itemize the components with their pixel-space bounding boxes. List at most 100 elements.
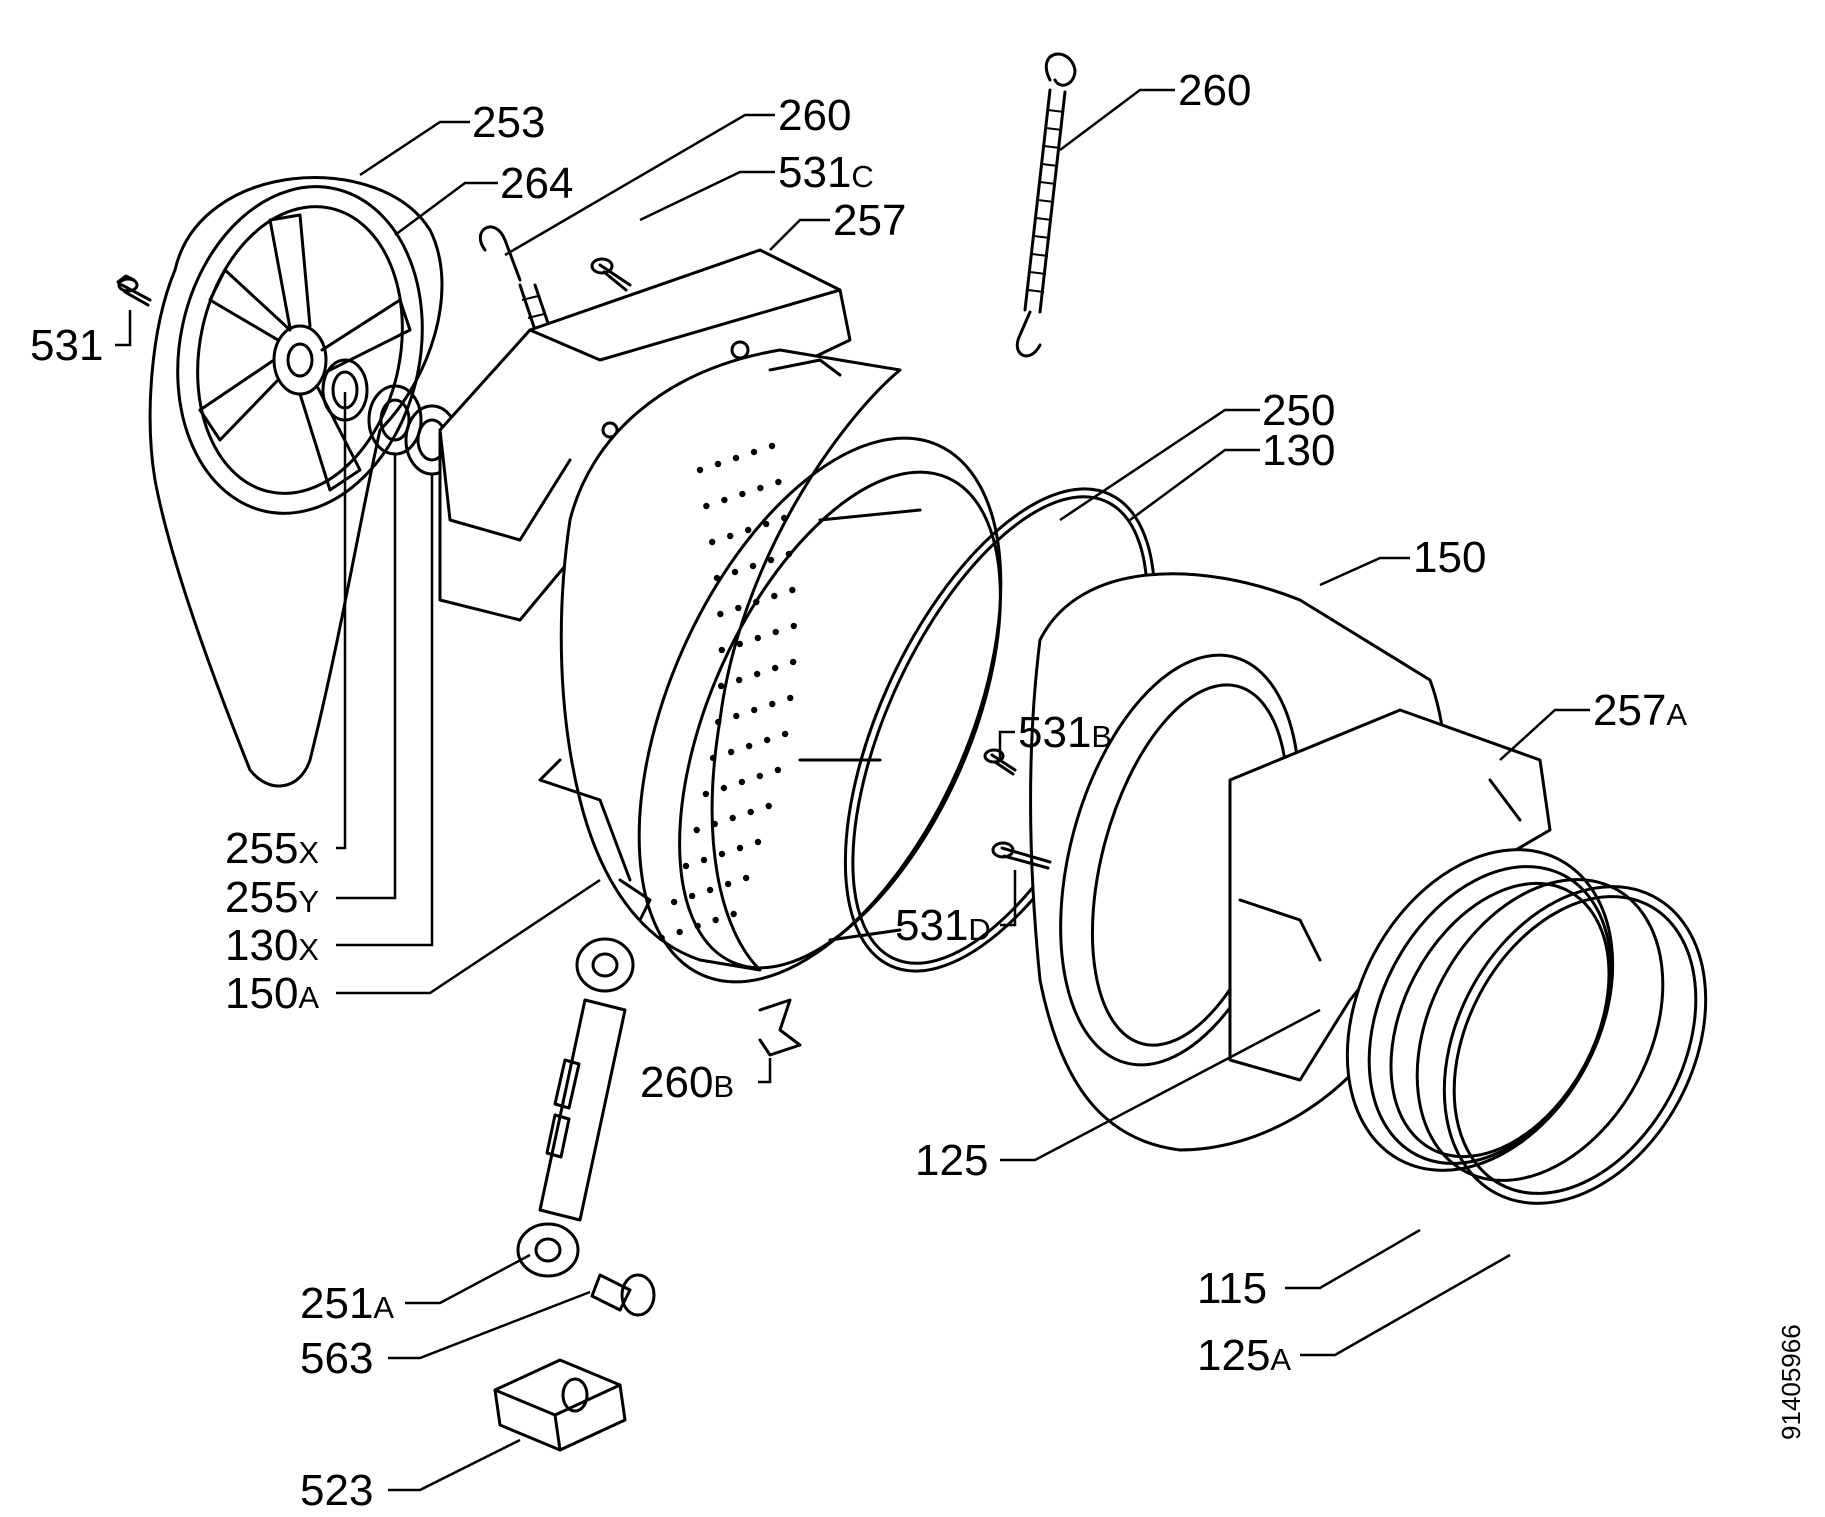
label-125a: 125A (1197, 1331, 1291, 1380)
perforation-hole (712, 916, 719, 924)
label-251a: 251A (300, 1279, 394, 1328)
perforation-hole (789, 586, 796, 594)
perforation-hole (730, 910, 737, 918)
label-115: 115 (1197, 1264, 1267, 1313)
perforation-hole (775, 478, 782, 486)
perforation-hole (736, 640, 743, 648)
perforation-hole (693, 826, 700, 834)
perforation-hole (754, 634, 761, 642)
perforation-hole (703, 502, 710, 510)
perforation-hole (739, 490, 746, 498)
perforation-hole (787, 694, 794, 702)
perforation-hole (682, 862, 690, 870)
label-125: 125 (915, 1136, 988, 1185)
label-260b: 260B (640, 1058, 734, 1107)
perforation-hole (709, 538, 716, 546)
perforation-hole (718, 850, 726, 858)
label-563: 563 (300, 1334, 373, 1383)
perforation-hole (756, 772, 764, 780)
screw-531b[interactable] (983, 748, 1017, 776)
perforation-hole (688, 892, 696, 900)
perforation-hole (717, 682, 725, 690)
perforation-hole (754, 838, 762, 846)
label-531d: 531D (895, 901, 991, 950)
perforation-hole (757, 484, 764, 492)
perforation-hole (718, 646, 725, 654)
label-250: 250 (1262, 386, 1335, 435)
rear-tub-150a[interactable] (538, 348, 902, 972)
perforation-hole (742, 874, 750, 882)
bracket-523[interactable] (493, 1358, 627, 1452)
label-257: 257 (833, 196, 906, 245)
perforation-hole (750, 448, 758, 456)
label-257a: 257A (1593, 686, 1687, 735)
perforation-hole (696, 466, 704, 474)
perforation-hole (771, 664, 779, 672)
leader-lines (115, 88, 1590, 1492)
perforation-hole (727, 748, 735, 756)
perforation-hole (735, 604, 742, 612)
drum-250[interactable] (565, 384, 1075, 1036)
perforation-hole (763, 520, 770, 528)
label-130x: 130X (225, 921, 319, 970)
perforation-hole (676, 928, 683, 936)
perforation-hole (715, 718, 722, 726)
perforation-hole (720, 784, 728, 792)
label-150: 150 (1413, 533, 1486, 582)
perforation-hole (763, 736, 771, 744)
perforation-hole (781, 730, 789, 738)
callout-labels: 253 264 260 531C 257 260 531 250 130 150… (30, 66, 1687, 1515)
perforation-hole (735, 676, 743, 684)
perforation-hole (747, 808, 754, 816)
label-253: 253 (472, 98, 545, 147)
perforation-hole (765, 802, 772, 810)
perforation-hole (736, 844, 744, 852)
screw-531c[interactable] (590, 257, 632, 292)
bearing-255y[interactable] (367, 384, 423, 456)
clamp-ring-125a[interactable] (1392, 841, 1758, 1248)
perforation-hole (789, 658, 797, 666)
label-264: 264 (500, 159, 573, 208)
perforation-hole (721, 496, 728, 504)
label-531: 531 (30, 321, 103, 370)
label-523: 523 (300, 1466, 373, 1515)
perforation-hole (781, 514, 788, 522)
perforation-hole (790, 622, 797, 630)
door-bellows-115[interactable] (1294, 804, 1712, 1223)
perforation-hole (733, 712, 740, 720)
pulley-253[interactable] (148, 164, 451, 788)
label-150a: 150A (225, 969, 319, 1018)
perforation-hole (751, 706, 758, 714)
perforation-hole (717, 610, 724, 618)
document-number: 91405966 (1776, 1324, 1806, 1440)
label-255y: 255Y (225, 873, 319, 922)
shock-absorber-251a[interactable] (516, 937, 635, 1278)
label-260-top-right: 260 (1178, 66, 1251, 115)
clip-260b[interactable] (758, 998, 802, 1057)
perforation-hole (731, 568, 739, 576)
screw-531d[interactable] (991, 841, 1052, 870)
perforation-hole (749, 562, 757, 570)
perforation-hole (772, 628, 779, 636)
perforation-hole (767, 556, 775, 564)
perforation-hole (714, 460, 722, 468)
label-130: 130 (1262, 426, 1335, 475)
spring-260[interactable] (1015, 52, 1077, 358)
perforation-hole (724, 880, 732, 888)
label-531b: 531B (1018, 708, 1112, 757)
drum-perforations (658, 442, 797, 942)
perforation-hole (727, 532, 734, 540)
perforation-hole (738, 778, 746, 786)
perforation-hole (709, 754, 717, 762)
screw-531[interactable] (116, 274, 152, 307)
perforation-hole (768, 442, 776, 450)
perforation-hole (700, 856, 708, 864)
perforation-hole (702, 790, 710, 798)
perforation-hole (729, 814, 736, 822)
perforation-hole (706, 886, 714, 894)
perforation-hole (711, 820, 718, 828)
label-260-center: 260 (778, 91, 851, 140)
bolt-563[interactable] (590, 1273, 656, 1317)
perforation-hole (745, 742, 753, 750)
